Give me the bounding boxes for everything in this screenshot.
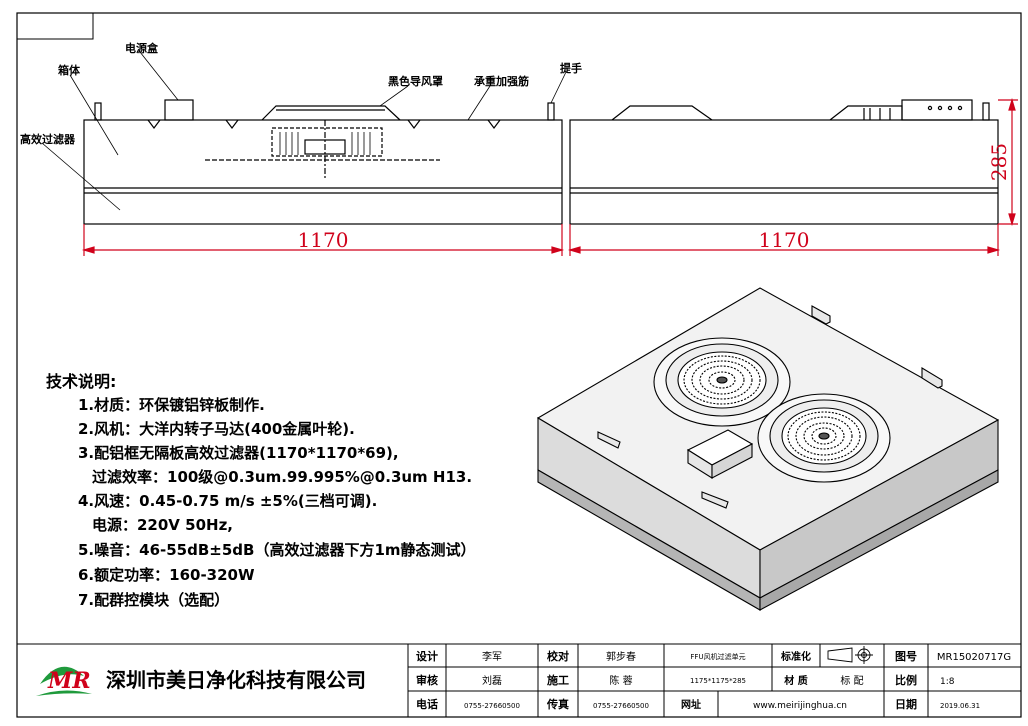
sheet-corner-box — [16, 12, 94, 40]
label-tel: 电话 — [416, 697, 438, 711]
label-fax: 传真 — [546, 697, 569, 711]
label-material: 材 质 — [784, 674, 807, 687]
value-date: 2019.06.31 — [940, 702, 980, 710]
product-name: FFU风机过滤单元 — [690, 652, 745, 661]
company-logo: MR — [36, 666, 92, 696]
label-check: 校对 — [547, 649, 569, 663]
spec-line-6: 电源：220V 50Hz, — [92, 516, 233, 534]
spec-heading: 技术说明: — [46, 372, 116, 391]
callout-black-hood: 黑色导风罩 — [388, 74, 443, 88]
spec-line-3: 3.配铝框无隔板高效过滤器(1170*1170*69), — [78, 444, 399, 462]
callout-power-box: 电源盒 — [125, 41, 159, 55]
value-material: 标 配 — [840, 675, 863, 687]
label-scale: 比例 — [895, 673, 917, 687]
side-view-right — [569, 99, 999, 225]
sheet-border — [16, 12, 1022, 718]
label-construct: 施工 — [547, 673, 569, 687]
value-fax: 0755-27660500 — [593, 702, 649, 710]
dimension-lines — [81, 97, 1018, 256]
dimension-width-left: 1170 — [298, 228, 349, 252]
label-review: 审核 — [416, 673, 438, 687]
dimension-width-right: 1170 — [759, 228, 810, 252]
company-name: 深圳市美日净化科技有限公司 — [106, 668, 366, 692]
callout-cabinet: 箱体 — [58, 63, 81, 77]
isometric-view — [536, 287, 1000, 611]
title-block-grid — [17, 643, 1021, 717]
label-standard: 标准化 — [780, 650, 811, 663]
projection-symbol-icon — [827, 646, 873, 664]
value-check: 郭步春 — [606, 650, 636, 663]
product-size: 1175*1175*285 — [690, 677, 746, 685]
callout-reinforcement: 承重加强筋 — [474, 74, 529, 88]
spec-line-2: 2.风机：大洋内转子马达(400金属叶轮). — [78, 420, 355, 438]
value-scale: 1:8 — [940, 677, 955, 687]
callout-handle: 提手 — [560, 61, 582, 75]
label-design: 设计 — [416, 649, 438, 663]
value-web: www.meirijinghua.cn — [753, 701, 847, 711]
value-tel: 0755-27660500 — [464, 702, 520, 710]
side-view-left — [83, 99, 563, 225]
spec-line-8: 6.额定功率：160-320W — [78, 566, 255, 584]
value-design: 李军 — [482, 650, 502, 663]
value-construct: 陈 蓉 — [609, 674, 632, 687]
fan-motor-detail — [279, 132, 371, 155]
label-drawing-no: 图号 — [895, 650, 917, 663]
label-web: 网址 — [681, 698, 701, 711]
callout-leaders — [41, 51, 567, 211]
spec-line-4: 过滤效率：100级@0.3um.99.995%@0.3um H13. — [92, 468, 472, 486]
value-drawing-no: MR15020717G — [937, 652, 1011, 663]
dimension-height: 285 — [987, 143, 1011, 181]
label-date: 日期 — [895, 697, 917, 711]
spec-line-5: 4.风速：0.45-0.75 m/s ±5%(三档可调). — [78, 492, 377, 510]
spec-line-1: 1.材质：环保镀铝锌板制作. — [78, 396, 265, 414]
callout-hepa: 高效过滤器 — [20, 132, 76, 146]
spec-line-7: 5.噪音：46-55dB±5dB（高效过滤器下方1m静态测试） — [78, 541, 476, 559]
spec-line-9: 7.配群控模块（选配） — [78, 591, 229, 609]
svg-text:MR: MR — [47, 668, 91, 694]
value-review: 刘磊 — [482, 675, 502, 687]
